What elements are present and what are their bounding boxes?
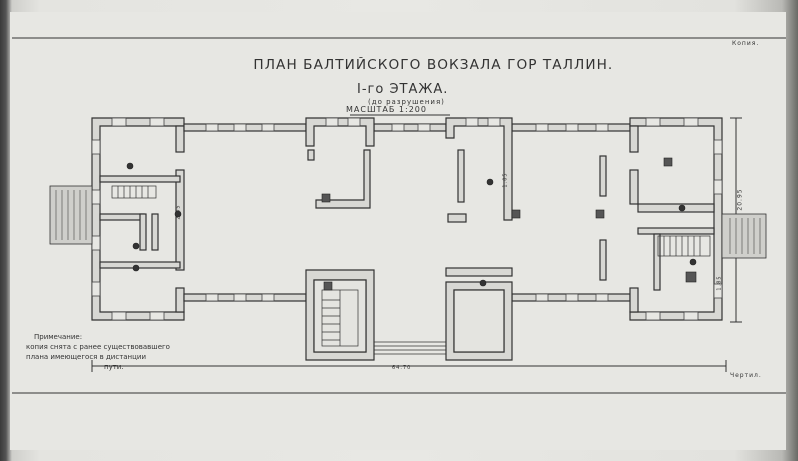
windows xyxy=(91,117,723,321)
note-line: копия снята с ранее существовавшего xyxy=(26,343,170,351)
copy-mark: Копия. xyxy=(732,40,760,47)
room-dimension-b: 2.05 xyxy=(175,204,182,220)
note-line: плана имеющегося в дистанции xyxy=(26,353,147,361)
note-line: Примечание: xyxy=(34,333,83,341)
exterior-steps xyxy=(49,185,767,259)
drawing-note: Примечание: копия снята с ранее существо… xyxy=(26,332,170,372)
room-dimension-c: 1.85 xyxy=(716,275,723,291)
stove-symbols xyxy=(126,157,697,291)
drawing-title: ПЛАН БАЛТИЙСКОГО ВОКЗАЛА ГОР ТАЛЛИН. xyxy=(253,58,614,73)
walls xyxy=(91,117,723,361)
interior-stairs xyxy=(111,185,711,355)
before-destruction-note: (до разрушения) xyxy=(368,98,445,106)
floor-label: I-го ЭТАЖА. xyxy=(357,82,449,97)
note-line: пути. xyxy=(104,363,124,371)
room-dimension-a: 1.05 xyxy=(502,172,509,188)
right-dimension-label: 20.95 xyxy=(736,188,744,211)
bottom-dimension-label: 64.70 xyxy=(392,365,412,371)
drafted-by-mark: Чертил. xyxy=(730,372,762,379)
scale-label: МАСШТАБ 1:200 xyxy=(346,105,427,114)
